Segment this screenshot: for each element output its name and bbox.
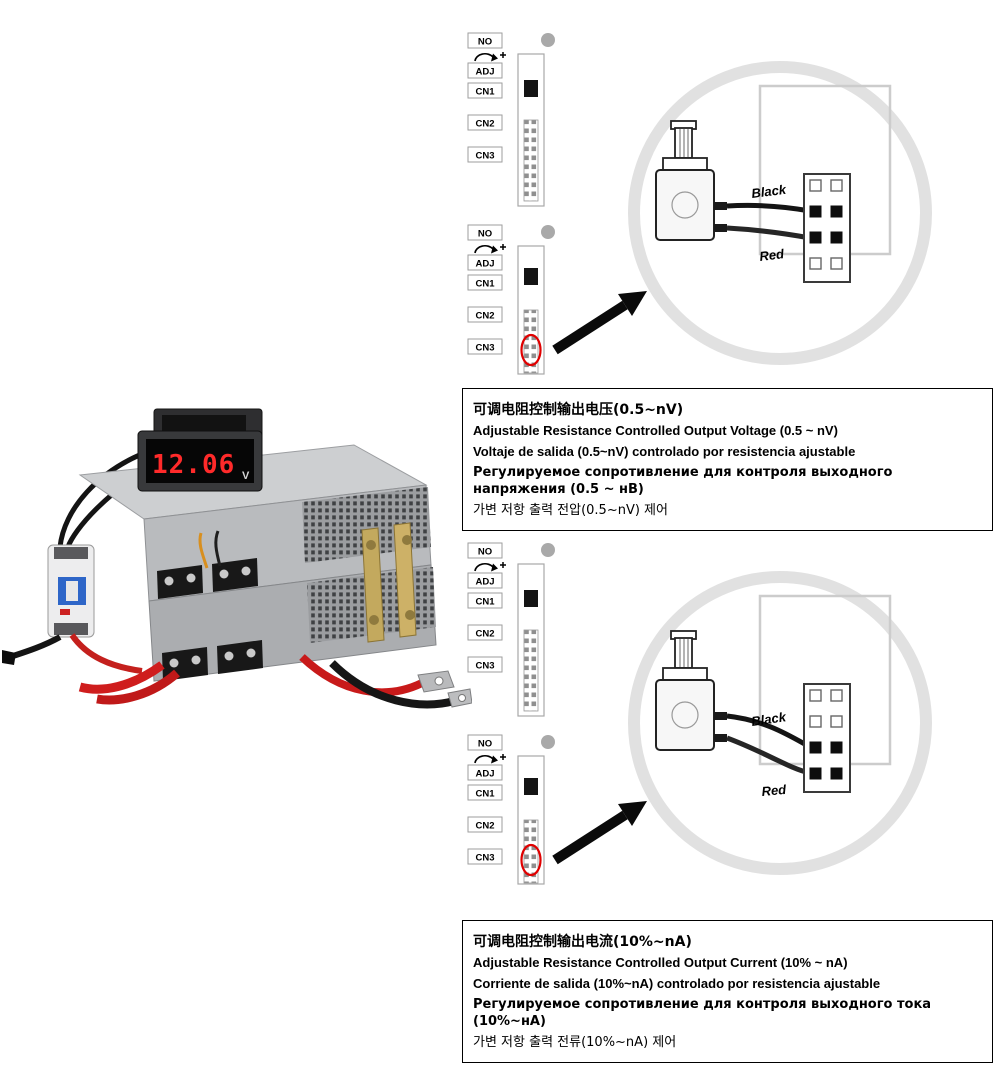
terminal-strip-bottom: NO ADJ CN1 CN2 CN3 [467, 224, 555, 375]
terminal-label-cn1: CN1 [475, 279, 495, 290]
circuit-breaker [47, 544, 95, 638]
potentiometer [655, 120, 727, 241]
panel-meter-front: 12.06 V [137, 430, 263, 492]
terminal-label-cn2: CN2 [475, 119, 494, 130]
red-output-cable [78, 661, 165, 694]
jumper-plug [524, 268, 538, 285]
black-wire-label: Black [750, 709, 787, 729]
current-adjust-diagram: NO ADJ CN1 CN2 CN3 [467, 542, 932, 885]
caption-voltage-en: Adjustable Resistance Controlled Output … [473, 423, 838, 439]
terminal-label-no: NO [478, 739, 492, 750]
meter-unit: V [242, 470, 250, 482]
terminal-label-no: NO [478, 547, 492, 558]
cn3-highlight-ellipse [520, 843, 542, 877]
terminal-label-cn1: CN1 [475, 789, 495, 800]
black-output-cable [329, 660, 456, 709]
pin-header [523, 119, 539, 202]
red-wire-label: Red [761, 782, 788, 799]
terminal-strip-bottom: NO ADJ CN1 CN2 CN3 [467, 734, 555, 885]
caption-voltage-es: Voltaje de salida (0.5~nV) controlado po… [473, 444, 856, 460]
pin-header [523, 629, 539, 712]
mounting-hole-icon [541, 735, 555, 749]
caption-voltage-zh: 可调电阻控制输出电压(0.5~nV) [473, 402, 684, 418]
potentiometer [655, 630, 727, 751]
terminal-label-adj: ADJ [475, 259, 494, 270]
terminal-block [217, 640, 263, 674]
adjust-arrow-icon [474, 562, 506, 572]
jumper-plug [524, 80, 538, 97]
meter-reading: 12.06 [152, 450, 235, 480]
mounting-hole-icon [541, 225, 555, 239]
meter-display [146, 439, 254, 483]
magnified-view-circle [628, 571, 932, 875]
connector-block [803, 173, 851, 283]
jumper-plug [524, 778, 538, 795]
mounting-hole-icon [541, 33, 555, 47]
voltage-adjust-diagram: NO ADJ CN1 CN2 CN3 [467, 32, 932, 375]
terminal-label-adj: ADJ [475, 67, 494, 78]
terminal-label-adj: ADJ [475, 769, 494, 780]
cn3-highlight-ellipse [520, 333, 542, 367]
terminal-strip-top: NO ADJ CN1 CN2 CN3 [467, 542, 555, 717]
terminal-block [157, 565, 203, 599]
terminal-label-cn3: CN3 [475, 343, 494, 354]
red-wire-label: Red [759, 246, 786, 264]
terminal-label-cn3: CN3 [475, 661, 494, 672]
caption-current-ru: Регулируемое сопротивление для контроля … [473, 996, 932, 1029]
caption-current-es: Corriente de salida (10%~nA) controlado … [473, 976, 881, 992]
caption-voltage: 可调电阻控制输出电压(0.5~nV) Adjustable Resistance… [462, 388, 993, 531]
pointer-arrow [552, 291, 647, 355]
adjust-arrow-icon [474, 244, 506, 254]
terminal-label-no: NO [478, 229, 492, 240]
terminal-label-adj: ADJ [475, 577, 494, 588]
adjust-arrow-icon [474, 754, 506, 764]
orange-wire [198, 532, 209, 569]
adjust-arrow-icon [474, 52, 506, 62]
power-plug [2, 650, 16, 665]
terminal-label-cn3: CN3 [475, 151, 494, 162]
black-wire-label: Black [751, 182, 788, 201]
caption-current: 可调电阻控制输出电流(10%~nA) Adjustable Resistance… [462, 920, 993, 1063]
terminal-label-cn2: CN2 [475, 821, 494, 832]
terminal-label-no: NO [478, 37, 492, 48]
power-cables [2, 633, 472, 709]
terminal-label-cn2: CN2 [475, 629, 494, 640]
caption-voltage-ru: Регулируемое сопротивление для контроля … [473, 464, 893, 497]
pointer-arrow [552, 801, 647, 865]
jumper-plug [524, 590, 538, 607]
caption-current-ko: 가변 저항 출력 전류(10%~nA) 제어 [473, 1034, 677, 1050]
mounting-hole-icon [541, 543, 555, 557]
terminal-strip-top: NO ADJ CN1 CN2 CN3 [467, 32, 555, 207]
terminal-block [212, 558, 258, 592]
terminal-label-cn3: CN3 [475, 853, 494, 864]
power-supply-photo: 12.06 V [2, 408, 472, 709]
busbar-bracket [361, 522, 417, 643]
caption-current-en: Adjustable Resistance Controlled Output … [473, 955, 848, 971]
magnified-view-circle [628, 61, 932, 365]
caption-current-zh: 可调电阻控制输出电流(10%~nA) [473, 934, 692, 950]
terminal-label-cn1: CN1 [475, 87, 495, 98]
connector-block [803, 683, 851, 793]
caption-voltage-ko: 가변 저항 출력 전압(0.5~nV) 제어 [473, 502, 668, 518]
terminal-label-cn1: CN1 [475, 597, 495, 608]
terminal-label-cn2: CN2 [475, 311, 494, 322]
